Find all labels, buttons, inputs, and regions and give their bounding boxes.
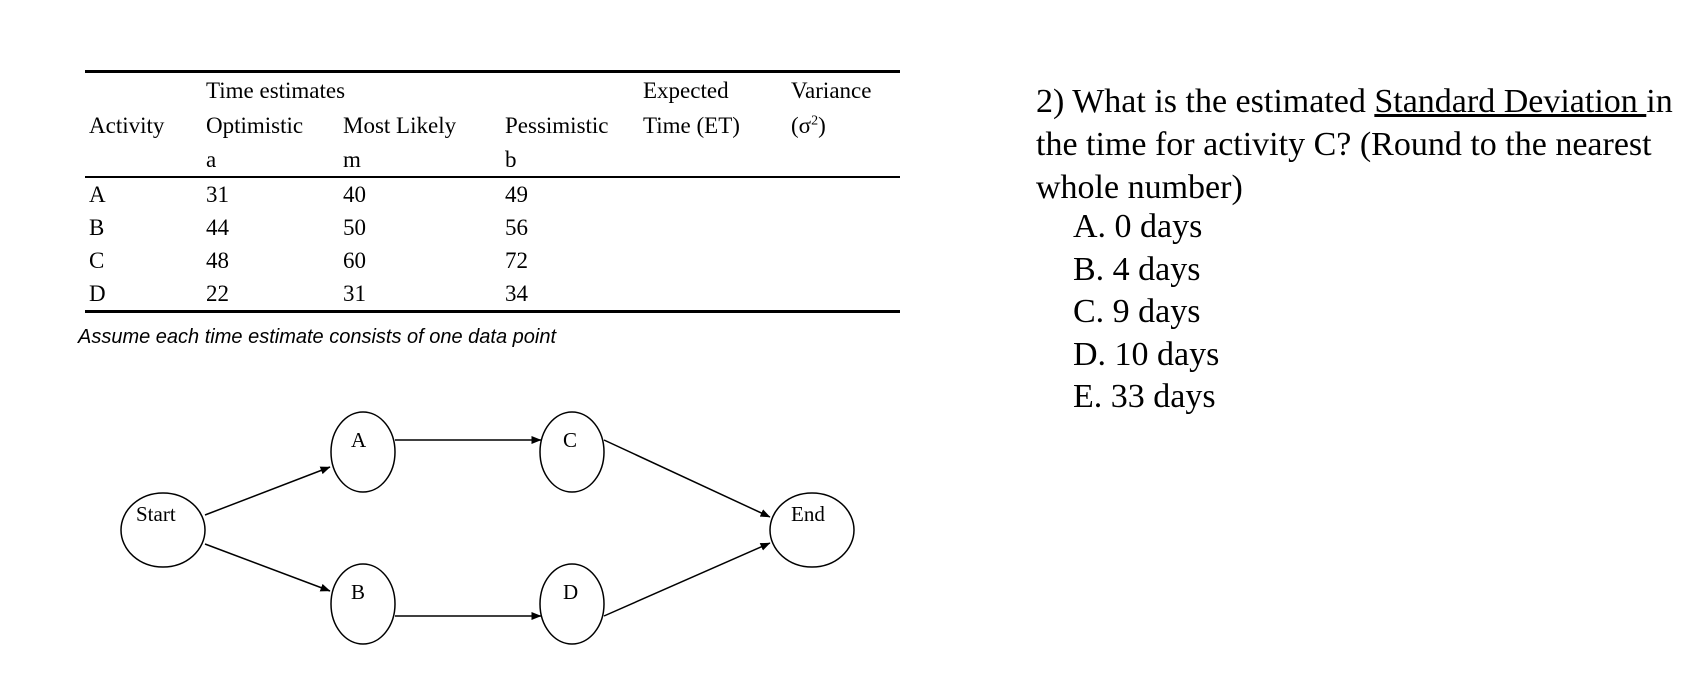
edge-d-end: [603, 542, 771, 617]
cell-activity: C: [89, 248, 105, 273]
header-b: b: [501, 143, 639, 178]
table-row: A 31 40 49: [85, 177, 900, 211]
option-c: C. 9 days: [1073, 293, 1201, 330]
header-variance-symbol: (σ2): [787, 107, 900, 143]
header-a: a: [202, 143, 339, 178]
header-blank: [85, 143, 202, 178]
option-e: E. 33 days: [1073, 378, 1216, 415]
node-a-label: A: [351, 428, 367, 452]
header-blank: [501, 70, 639, 107]
cell-pessimistic: 49: [505, 182, 528, 207]
header-most-likely: Most Likely: [343, 112, 457, 138]
node-start: [120, 492, 206, 568]
cell-pessimistic: 72: [505, 248, 528, 273]
header-blank: [787, 143, 900, 178]
variance-superscript: 2: [811, 112, 819, 128]
node-end: [769, 492, 855, 568]
cell-most-likely: 40: [343, 182, 366, 207]
node-d: [539, 563, 605, 645]
header-blank: [639, 143, 787, 178]
table-row: C 48 60 72: [85, 244, 900, 277]
cell-expected: [639, 277, 787, 313]
variance-close: ): [818, 112, 826, 138]
cell-optimistic: 48: [206, 248, 229, 273]
node-c-label: C: [563, 428, 577, 452]
cell-activity: B: [89, 215, 105, 240]
assumption-note: Assume each time estimate consists of on…: [78, 326, 557, 348]
header-optimistic: Optimistic: [206, 112, 304, 138]
option-b: B. 4 days: [1073, 250, 1201, 288]
header-pessimistic: Pessimistic: [505, 112, 609, 138]
node-b: [330, 563, 396, 645]
activity-network-diagram: Start A B C D End: [120, 411, 855, 645]
node-c: [539, 411, 605, 493]
cell-most-likely: 50: [343, 215, 366, 240]
header-expected: Expected: [639, 70, 787, 107]
question-suffix: in the time for activity C? (Round to th…: [1036, 83, 1673, 206]
cell-optimistic: 31: [206, 182, 229, 207]
question-prefix: 2) What is the estimated: [1036, 83, 1375, 120]
edge-c-end: [603, 439, 771, 518]
node-b-label: B: [351, 580, 365, 604]
cell-most-likely: 31: [339, 277, 501, 313]
edge-start-a: [204, 466, 331, 516]
table-row: B 44 50 56: [85, 211, 900, 244]
node-end-label: End: [791, 502, 825, 526]
table-header-row: a m b: [85, 143, 900, 178]
cell-activity: D: [85, 277, 202, 313]
header-variance: Variance: [787, 70, 900, 107]
table-row: D 22 31 34: [85, 277, 900, 313]
question-underlined-term: Standard Deviation: [1374, 83, 1647, 120]
cell-optimistic: 44: [206, 215, 229, 240]
option-d: D. 10 days: [1073, 335, 1220, 373]
cell-variance: [787, 277, 900, 313]
node-start-label: Start: [136, 502, 176, 526]
variance-open: (σ: [791, 112, 812, 138]
cell-pessimistic: 56: [505, 215, 528, 240]
cell-activity: A: [89, 182, 106, 207]
edge-start-b: [204, 543, 331, 592]
answer-options: A. 0 days B. 4 days C. 9 days D. 10 days…: [1073, 206, 1219, 419]
header-expected-time: Time (ET): [643, 112, 740, 138]
header-m: m: [339, 143, 501, 178]
time-estimates-table: Time estimates Expected Variance Activit…: [85, 70, 900, 313]
cell-most-likely: 60: [343, 248, 366, 273]
table-header-row: Activity Optimistic Most Likely Pessimis…: [85, 107, 900, 143]
cell-pessimistic: 34: [501, 277, 639, 313]
header-activity: Activity: [89, 112, 165, 138]
cell-optimistic: 22: [202, 277, 339, 313]
table-header-row: Time estimates Expected Variance: [85, 70, 900, 107]
option-a: A. 0 days: [1073, 208, 1203, 245]
header-time-estimates: Time estimates: [202, 70, 501, 107]
node-d-label: D: [563, 580, 578, 604]
node-a: [330, 411, 396, 493]
question-text: 2) What is the estimated Standard Deviat…: [1036, 80, 1696, 209]
header-blank: [85, 70, 202, 107]
